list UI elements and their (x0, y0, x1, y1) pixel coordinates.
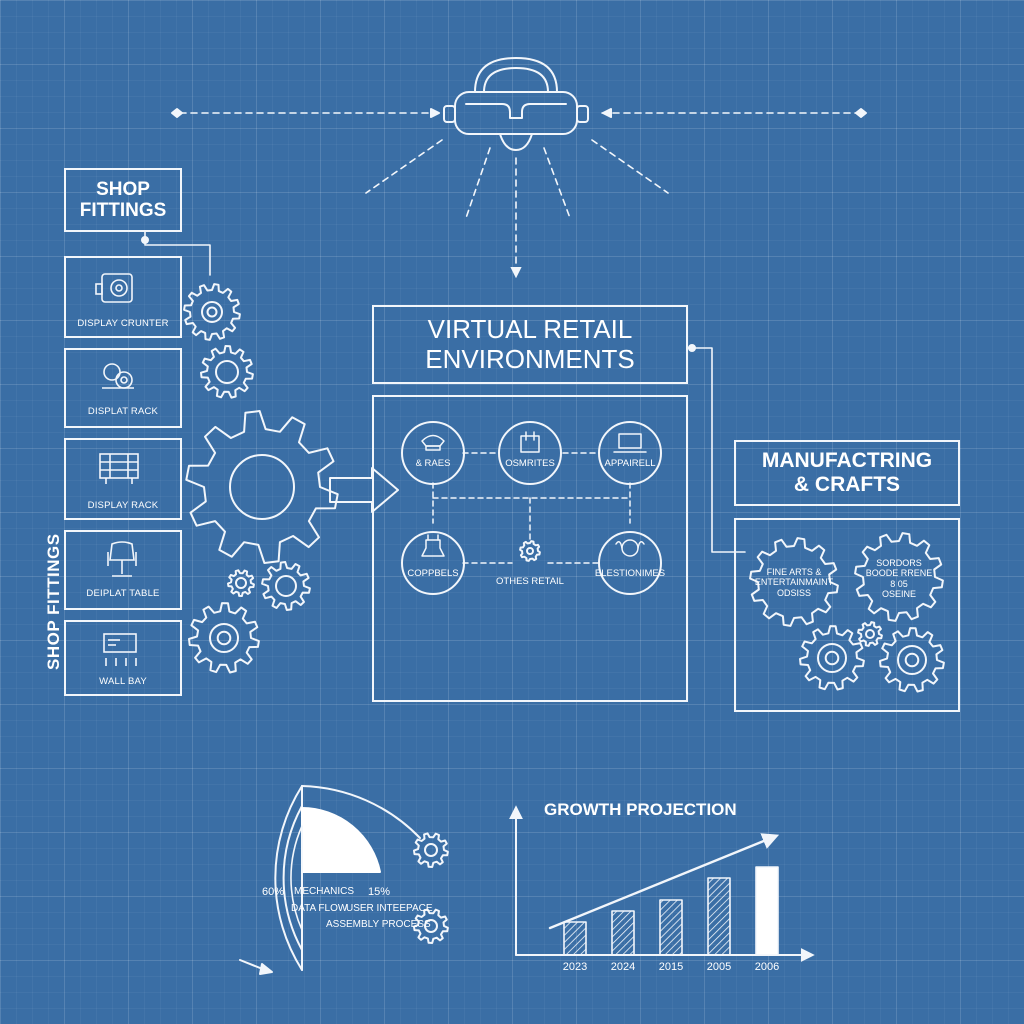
gear-icon (749, 537, 839, 627)
chart-tick-label: 2023 (562, 961, 588, 973)
gear-icon (799, 625, 865, 691)
chart-bar (563, 921, 587, 956)
manufacturing-crafts-panel (734, 518, 960, 712)
small-gear-icon (519, 540, 541, 562)
bag-icon (520, 431, 540, 453)
large-gear-icon (185, 410, 339, 564)
bottle-icon (421, 534, 445, 557)
gear-icon (183, 283, 241, 341)
donut-label-data-flow: DATA FLOW (291, 903, 348, 914)
vre-node-label: OSMRITES (505, 458, 555, 469)
trend-arrow (548, 833, 780, 930)
gear-icon (879, 627, 945, 693)
display-counter-icon (95, 273, 133, 303)
gear-icon (261, 561, 311, 611)
fitting-label: DEIPLAT TABLE (86, 588, 160, 599)
chart-title: GROWTH PROJECTION (544, 800, 737, 819)
vr-headset-icon (443, 57, 589, 151)
small-gear-icon (857, 621, 883, 647)
vre-node-label: APPAIRELL (604, 458, 656, 469)
wall-bay-icon (103, 633, 137, 666)
donut-label-user-interface: USER INTEEPACE (346, 903, 433, 914)
virtual-retail-environments-panel (372, 395, 688, 702)
vre-node-label: ELESTIONIMES (594, 568, 666, 579)
virtual-retail-environments-title: VIRTUAL RETAIL ENVIRONMENTS (425, 314, 635, 374)
fitting-label: WALL BAY (99, 676, 147, 687)
display-rack-shelf-icon (99, 453, 139, 484)
vre-node-label: & RAES (415, 458, 451, 469)
donut-label-assembly: ASSEMBLY PROCESS (326, 919, 431, 930)
gear-label: SORDORS BOODE RRENE 8 05 OSEINE (865, 558, 933, 600)
gear-icon (413, 832, 449, 868)
shop-fittings-title: SHOP FITTINGS (79, 178, 167, 221)
fitting-card-display-table[interactable]: DEIPLAT TABLE (64, 530, 182, 610)
fitting-card-wall-bay[interactable]: WALL BAY (64, 620, 182, 696)
vre-node-label: OTHES RETAIL (496, 576, 564, 587)
chart-tick-label: 2005 (706, 961, 732, 973)
manufacturing-crafts-title-box: MANUFACTRING & CRAFTS (734, 440, 960, 506)
phone-icon (421, 434, 445, 451)
donut-label-mechanics: MECHANICS (294, 886, 355, 897)
process-ring-chart (239, 785, 421, 975)
virtual-retail-environments-title-box: VIRTUAL RETAIL ENVIRONMENTS (372, 305, 688, 384)
fitting-label: DISPLAY CRUNTER (77, 318, 169, 329)
manufacturing-crafts-title: MANUFACTRING & CRAFTS (761, 449, 933, 496)
fitting-card-display-rack-1[interactable]: DISPLAT RACK (64, 348, 182, 428)
face-icon (615, 539, 645, 557)
gear-icon (854, 532, 944, 622)
laptop-icon (613, 433, 647, 453)
donut-percent-right: 15% (368, 886, 391, 898)
fitting-label: DISPLAY RACK (87, 500, 159, 511)
fitting-card-display-counter[interactable]: DISPLAY CRUNTER (64, 256, 182, 338)
fitting-label: DISPLAT RACK (87, 406, 159, 417)
gear-label: FINE ARTS & ENTERTAINMAINT ODSISS (754, 567, 834, 598)
small-gear-icon (227, 569, 255, 597)
gear-icon (188, 602, 260, 674)
fitting-card-display-rack-2[interactable]: DISPLAY RACK (64, 438, 182, 520)
display-rack-icon (102, 363, 134, 389)
gear-icon (200, 345, 254, 399)
chart-tick-label: 2006 (754, 961, 780, 973)
display-table-icon (107, 541, 137, 577)
shop-fittings-title-box: SHOP FITTINGS (64, 168, 182, 232)
vre-node-label: COPPBELS (407, 568, 459, 579)
shop-fittings-vertical-label: SHOP FITTINGS (44, 533, 63, 670)
gear-icon (413, 908, 449, 944)
donut-percent-left: 60% (262, 886, 285, 898)
chart-bar (707, 877, 731, 956)
chart-tick-label: 2024 (610, 961, 636, 973)
chart-bar (755, 866, 779, 956)
chart-tick-label: 2015 (658, 961, 684, 973)
chart-bar (611, 910, 635, 956)
chart-bar (659, 899, 683, 956)
